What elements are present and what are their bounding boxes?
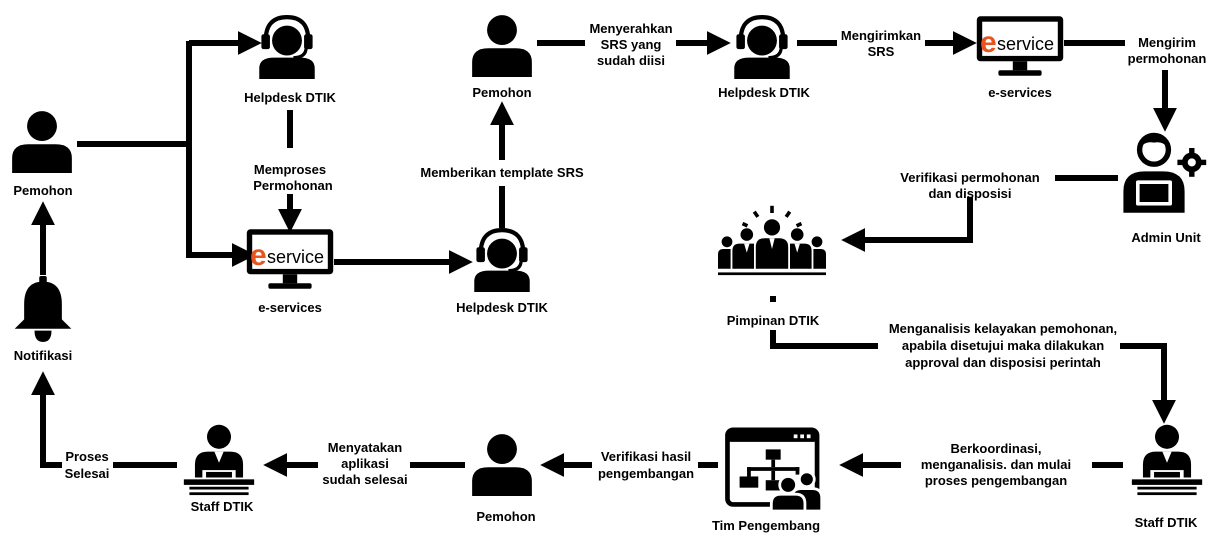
pemohon-left-label: Pemohon <box>13 183 72 198</box>
label-menyerahkan-3: sudah diisi <box>597 53 665 68</box>
admin-gear-icon <box>1123 134 1206 213</box>
eservices-top-label: e-services <box>988 85 1052 100</box>
pemohon-top-label: Pemohon <box>472 85 531 100</box>
label-analisis-1: Menganalisis kelayakan pemohonan, <box>889 321 1117 336</box>
label-mengirimkan-2: SRS <box>868 44 895 59</box>
label-analisis-2: apabila disetujui maka dilakukan <box>902 338 1104 353</box>
label-menyerahkan-2: SRS yang <box>601 37 662 52</box>
development-team-icon <box>727 430 821 511</box>
bell-icon <box>14 276 72 342</box>
node-admin-unit: Admin Unit <box>1123 134 1206 245</box>
node-pemohon-top: Pemohon <box>472 15 532 100</box>
staff-left-label: Staff DTIK <box>191 499 254 514</box>
node-helpdesk-mid: Helpdesk DTIK <box>456 230 548 315</box>
eservices-mid-label: e-services <box>258 300 322 315</box>
label-menyatakan-1: Menyatakan <box>328 440 402 455</box>
notifikasi-label: Notifikasi <box>14 348 73 363</box>
label-menyerahkan-1: Menyerahkan <box>589 21 672 36</box>
person-icon <box>472 15 532 77</box>
eservice-logo-text: service <box>997 34 1054 54</box>
helpdesk-top-left-label: Helpdesk DTIK <box>244 90 336 105</box>
node-eservices-mid: e service e-services <box>246 229 334 315</box>
node-helpdesk-top-left: Helpdesk DTIK <box>244 17 336 105</box>
staff-right-label: Staff DTIK <box>1135 515 1198 530</box>
helpdesk-mid-label: Helpdesk DTIK <box>456 300 548 315</box>
label-mengirim-1: Mengirim <box>1138 35 1196 50</box>
label-verif-2: dan disposisi <box>928 186 1011 201</box>
node-notifikasi: Notifikasi <box>14 276 73 363</box>
node-pimpinan: Pimpinan DTIK <box>718 205 826 328</box>
label-analisis-3: approval dan disposisi perintah <box>905 355 1101 370</box>
node-pemohon-bottom: Pemohon <box>472 434 536 524</box>
leadership-team-icon <box>718 205 826 276</box>
node-tim-pengembang: Tim Pengembang <box>712 430 822 533</box>
eservice-logo-e: e <box>980 26 997 59</box>
node-helpdesk-top-mid: Helpdesk DTIK <box>718 17 810 100</box>
pemohon-bottom-label: Pemohon <box>476 509 535 524</box>
headset-agent-icon <box>734 17 789 79</box>
label-koordinasi-1: Berkoordinasi, <box>950 441 1041 456</box>
label-verif-1: Verifikasi permohonan <box>900 170 1039 185</box>
label-proses-2: Selesai <box>65 466 110 481</box>
connectors <box>31 31 1177 477</box>
arrow-proses <box>31 371 62 468</box>
label-koordinasi-2: menganalisis. dan mulai <box>921 457 1071 472</box>
label-memproses-1: Memproses <box>254 162 326 177</box>
label-verif-hasil-2: pengembangan <box>598 466 694 481</box>
arrow-analisis <box>1120 343 1176 424</box>
tim-pengembang-label: Tim Pengembang <box>712 518 820 533</box>
desk-staff-icon <box>1131 424 1203 496</box>
arrow-verif <box>841 197 973 252</box>
label-menyatakan-3: sudah selesai <box>322 472 407 487</box>
person-icon <box>12 111 72 173</box>
label-memproses-2: Permohonan <box>253 178 333 193</box>
node-staff-left: Staff DTIK <box>183 424 255 514</box>
desk-staff-icon <box>183 424 255 496</box>
edge-labels: Memproses Permohonan Memberikan template… <box>65 21 1207 488</box>
eservice-logo-e: e <box>250 239 267 272</box>
eservice-logo-text: service <box>267 247 324 267</box>
admin-unit-label: Admin Unit <box>1131 230 1201 245</box>
headset-agent-icon <box>474 230 529 292</box>
label-proses-1: Proses <box>65 449 108 464</box>
node-eservices-top: e service e-services <box>976 16 1064 100</box>
label-mengirim-2: permohonan <box>1128 51 1207 66</box>
headset-agent-icon <box>259 17 314 79</box>
connector-analisis-left <box>770 330 878 349</box>
node-pemohon-left: Pemohon <box>12 111 73 198</box>
helpdesk-top-mid-label: Helpdesk DTIK <box>718 85 810 100</box>
label-koordinasi-3: proses pengembangan <box>925 473 1067 488</box>
node-staff-right: Staff DTIK <box>1131 424 1203 530</box>
person-icon <box>472 434 532 496</box>
label-menyatakan-2: aplikasi <box>341 456 389 471</box>
label-mengirimkan-1: Mengirimkan <box>841 28 921 43</box>
label-template: Memberikan template SRS <box>420 165 584 180</box>
label-verif-hasil-1: Verifikasi hasil <box>601 449 691 464</box>
pimpinan-label: Pimpinan DTIK <box>727 313 820 328</box>
